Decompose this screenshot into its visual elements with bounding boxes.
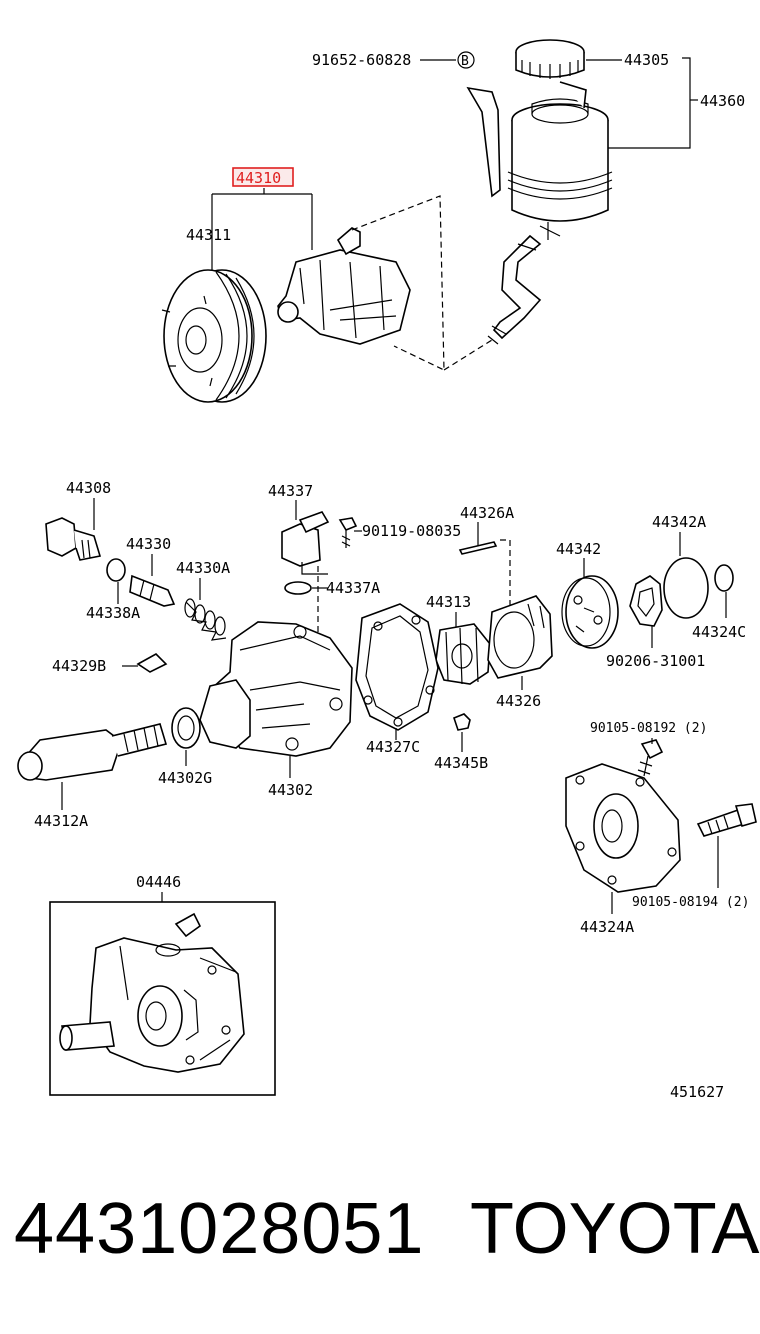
gasket-90206 — [629, 575, 663, 627]
cam-ring-44326 — [487, 595, 553, 679]
reservoir-cap-44305 — [515, 39, 585, 79]
bolt-90119 — [338, 517, 358, 548]
o-ring-44342a — [663, 557, 709, 619]
pump-housing-44302 — [199, 621, 353, 757]
clip-44329b — [136, 653, 168, 673]
dashed-pin-link — [500, 539, 511, 608]
o-ring-44338a — [106, 558, 126, 582]
bearing-44302g — [171, 707, 201, 749]
leader-44310 — [211, 188, 313, 270]
label-90105-08192: 90105-08192 (2) — [590, 721, 707, 736]
gasket-44327c — [355, 603, 439, 731]
label-44310: 44310 — [236, 169, 281, 187]
label-90105-08194: 90105-08194 (2) — [632, 895, 749, 910]
label-04446: 04446 — [136, 873, 181, 891]
label-44342: 44342 — [556, 540, 601, 558]
o-ring-44337a — [284, 581, 312, 595]
leader-44360 — [608, 57, 691, 149]
pulley-44311 — [161, 269, 267, 403]
reservoir-hose — [487, 222, 561, 345]
label-44345B: 44345B — [434, 754, 488, 772]
label-44305: 44305 — [624, 51, 669, 69]
label-44313: 44313 — [426, 593, 471, 611]
part-number: 4431028051 — [14, 1189, 425, 1269]
label-90206-31001: 90206-31001 — [606, 652, 705, 670]
spring-44330a — [184, 598, 227, 641]
kit-pump-drawing — [59, 912, 245, 1073]
label-44360: 44360 — [700, 92, 745, 110]
label-44337: 44337 — [268, 482, 313, 500]
valve-44330 — [129, 574, 176, 607]
fitting-44308 — [45, 517, 102, 561]
bolt-90105-08194 — [696, 803, 757, 837]
pin-44326a — [458, 541, 498, 555]
label-44329B: 44329B — [52, 657, 106, 675]
label-44311: 44311 — [186, 226, 231, 244]
circle-b-marker — [457, 51, 475, 69]
rotor-44313 — [435, 623, 491, 685]
label-44338A: 44338A — [86, 604, 140, 622]
label-91652-60828: 91652-60828 — [312, 51, 411, 69]
label-44302: 44302 — [268, 781, 313, 799]
label-44330A: 44330A — [176, 559, 230, 577]
label-44308: 44308 — [66, 479, 111, 497]
label-451627: 451627 — [670, 1083, 724, 1101]
o-ring-44324c — [714, 564, 734, 592]
label-44326: 44326 — [496, 692, 541, 710]
label-44302G: 44302G — [158, 769, 212, 787]
cover-44324a — [565, 763, 681, 893]
pump-body-44310 — [277, 227, 411, 345]
side-plate-44342 — [561, 575, 619, 649]
reservoir-tank-44360 — [466, 81, 613, 222]
bolt-90105-08192 — [637, 739, 664, 777]
label-44326A: 44326A — [460, 504, 514, 522]
dashed-assembly-outline — [351, 195, 445, 371]
label-44342A: 44342A — [652, 513, 706, 531]
label-44337A: 44337A — [326, 579, 380, 597]
dashed-hose-link — [443, 339, 493, 371]
outlet-union-44337 — [281, 511, 330, 575]
key-44345b — [453, 713, 471, 731]
shaft-44312a — [17, 723, 168, 781]
brand-name: TOYOTA — [470, 1189, 760, 1269]
label-44327C: 44327C — [366, 738, 420, 756]
label-44330: 44330 — [126, 535, 171, 553]
label-44324C: 44324C — [692, 623, 746, 641]
label-44324A: 44324A — [580, 918, 634, 936]
highlight-box-44310 — [232, 167, 294, 187]
label-44312A: 44312A — [34, 812, 88, 830]
label-90119-08035: 90119-08035 — [362, 522, 461, 540]
label-b: B — [461, 54, 469, 69]
